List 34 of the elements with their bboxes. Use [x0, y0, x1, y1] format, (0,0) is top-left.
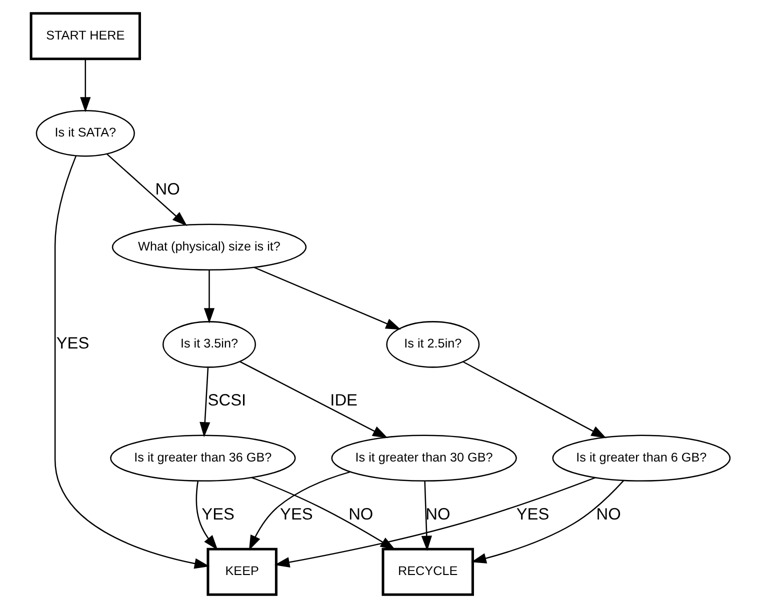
- arrow: [80, 58, 90, 112]
- node-ellipse: Is it 2.5in?: [386, 321, 480, 368]
- edge-label: SCSI: [207, 392, 246, 410]
- arrow: [250, 476, 396, 550]
- arrow: [195, 480, 218, 550]
- arrow: [274, 477, 595, 568]
- node-ellipse: Is it 3.5in?: [162, 321, 256, 368]
- arrow: [54, 156, 210, 569]
- arrow: [239, 361, 388, 438]
- edge-label: NO: [348, 505, 373, 524]
- node-box: START HERE: [29, 12, 140, 60]
- edge-label: NO: [596, 505, 620, 524]
- edge-label: IDE: [330, 392, 357, 410]
- node-ellipse: Is it greater than 36 GB?: [110, 434, 296, 482]
- node-ellipse: Is it greater than 6 GB?: [552, 434, 730, 482]
- node-ellipse: Is it SATA?: [35, 110, 134, 157]
- edge-label: YES: [56, 334, 89, 353]
- edge-label: YES: [280, 505, 312, 524]
- arrow: [420, 481, 432, 551]
- arrow: [203, 270, 214, 324]
- node-ellipse: What (physical) size is it?: [111, 224, 306, 271]
- arrow: [462, 361, 606, 438]
- edge-label: YES: [516, 505, 549, 524]
- node-box: KEEP: [206, 548, 277, 596]
- arrow: [199, 368, 210, 438]
- node-ellipse: Is it greater than 30 GB?: [330, 434, 516, 482]
- arrow: [106, 154, 187, 226]
- edge-label: YES: [201, 505, 234, 524]
- arrow: [253, 266, 400, 330]
- edge-label: NO: [425, 505, 450, 524]
- node-box: RECYCLE: [381, 548, 474, 596]
- arrow: [248, 471, 350, 550]
- edge-label: NO: [154, 180, 180, 199]
- arrow: [470, 480, 624, 564]
